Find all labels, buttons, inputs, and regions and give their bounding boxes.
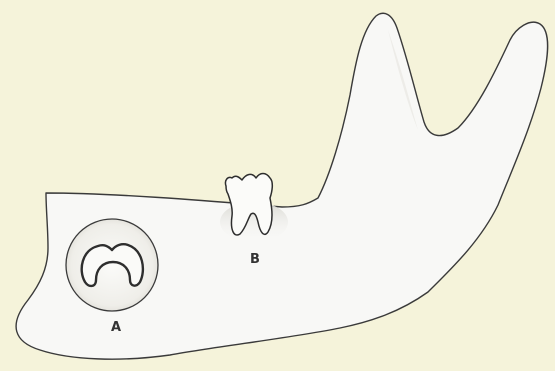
label-lesion: A xyxy=(111,320,121,335)
label-tooth: B xyxy=(250,252,260,267)
lesion-circle xyxy=(66,219,158,311)
